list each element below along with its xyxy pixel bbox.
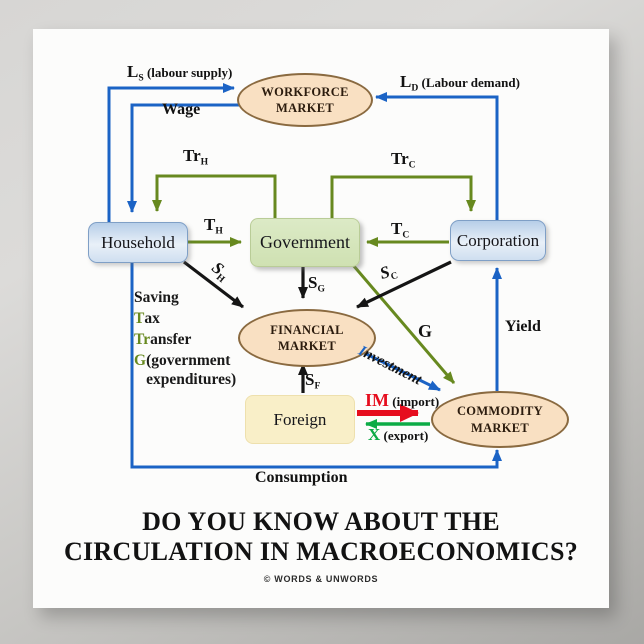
- financial-market-node: FINANCIAL MARKET: [238, 309, 376, 367]
- legend-item-government-expenditures: G(government expenditures): [134, 352, 237, 388]
- poster-title-line1: DO YOU KNOW ABOUT THE: [142, 507, 500, 536]
- foreign-label: Foreign: [273, 409, 327, 429]
- import-label: IM (import): [365, 390, 440, 410]
- workforce-market-label: WORKFORCE: [261, 84, 349, 99]
- financial-market-label: FINANCIAL: [270, 322, 344, 337]
- foreign-node: Foreign: [245, 395, 355, 444]
- export-label: X (export): [368, 425, 429, 444]
- saving-foreign-label: SF: [305, 370, 321, 392]
- government-label: Government: [260, 232, 350, 252]
- yield-label: Yield: [505, 318, 541, 335]
- labour-supply-label: LS (labour supply): [127, 62, 233, 84]
- transfer-household-label: TrH: [183, 146, 209, 168]
- corporation-node: Corporation: [450, 220, 546, 261]
- transfer-corporation-label: TrC: [391, 149, 416, 171]
- labour-demand-label: LD (Labour demand): [400, 72, 520, 94]
- corporation-label: Corporation: [456, 230, 540, 250]
- tax-household-label: TH: [204, 215, 223, 237]
- household-node: Household: [88, 222, 188, 263]
- household-label: Household: [101, 232, 175, 252]
- commodity-market-node: COMMODITY MARKET: [431, 391, 569, 448]
- poster-title-line2: CIRCULATION IN MACROECONOMICS?: [63, 537, 579, 566]
- government-expenditures-label: G: [418, 321, 433, 341]
- copyright-text: © WORDS & UNWORDS: [263, 574, 379, 584]
- workforce-market-node: WORKFORCE MARKET: [237, 73, 373, 127]
- tax-corporation-label: TC: [391, 219, 410, 241]
- saving-government-label: SG: [308, 273, 325, 295]
- wage-label: Wage: [162, 101, 201, 118]
- commodity-market-label: COMMODITY: [456, 404, 544, 419]
- consumption-label: Consumption: [255, 469, 348, 486]
- government-node: Government: [250, 218, 360, 267]
